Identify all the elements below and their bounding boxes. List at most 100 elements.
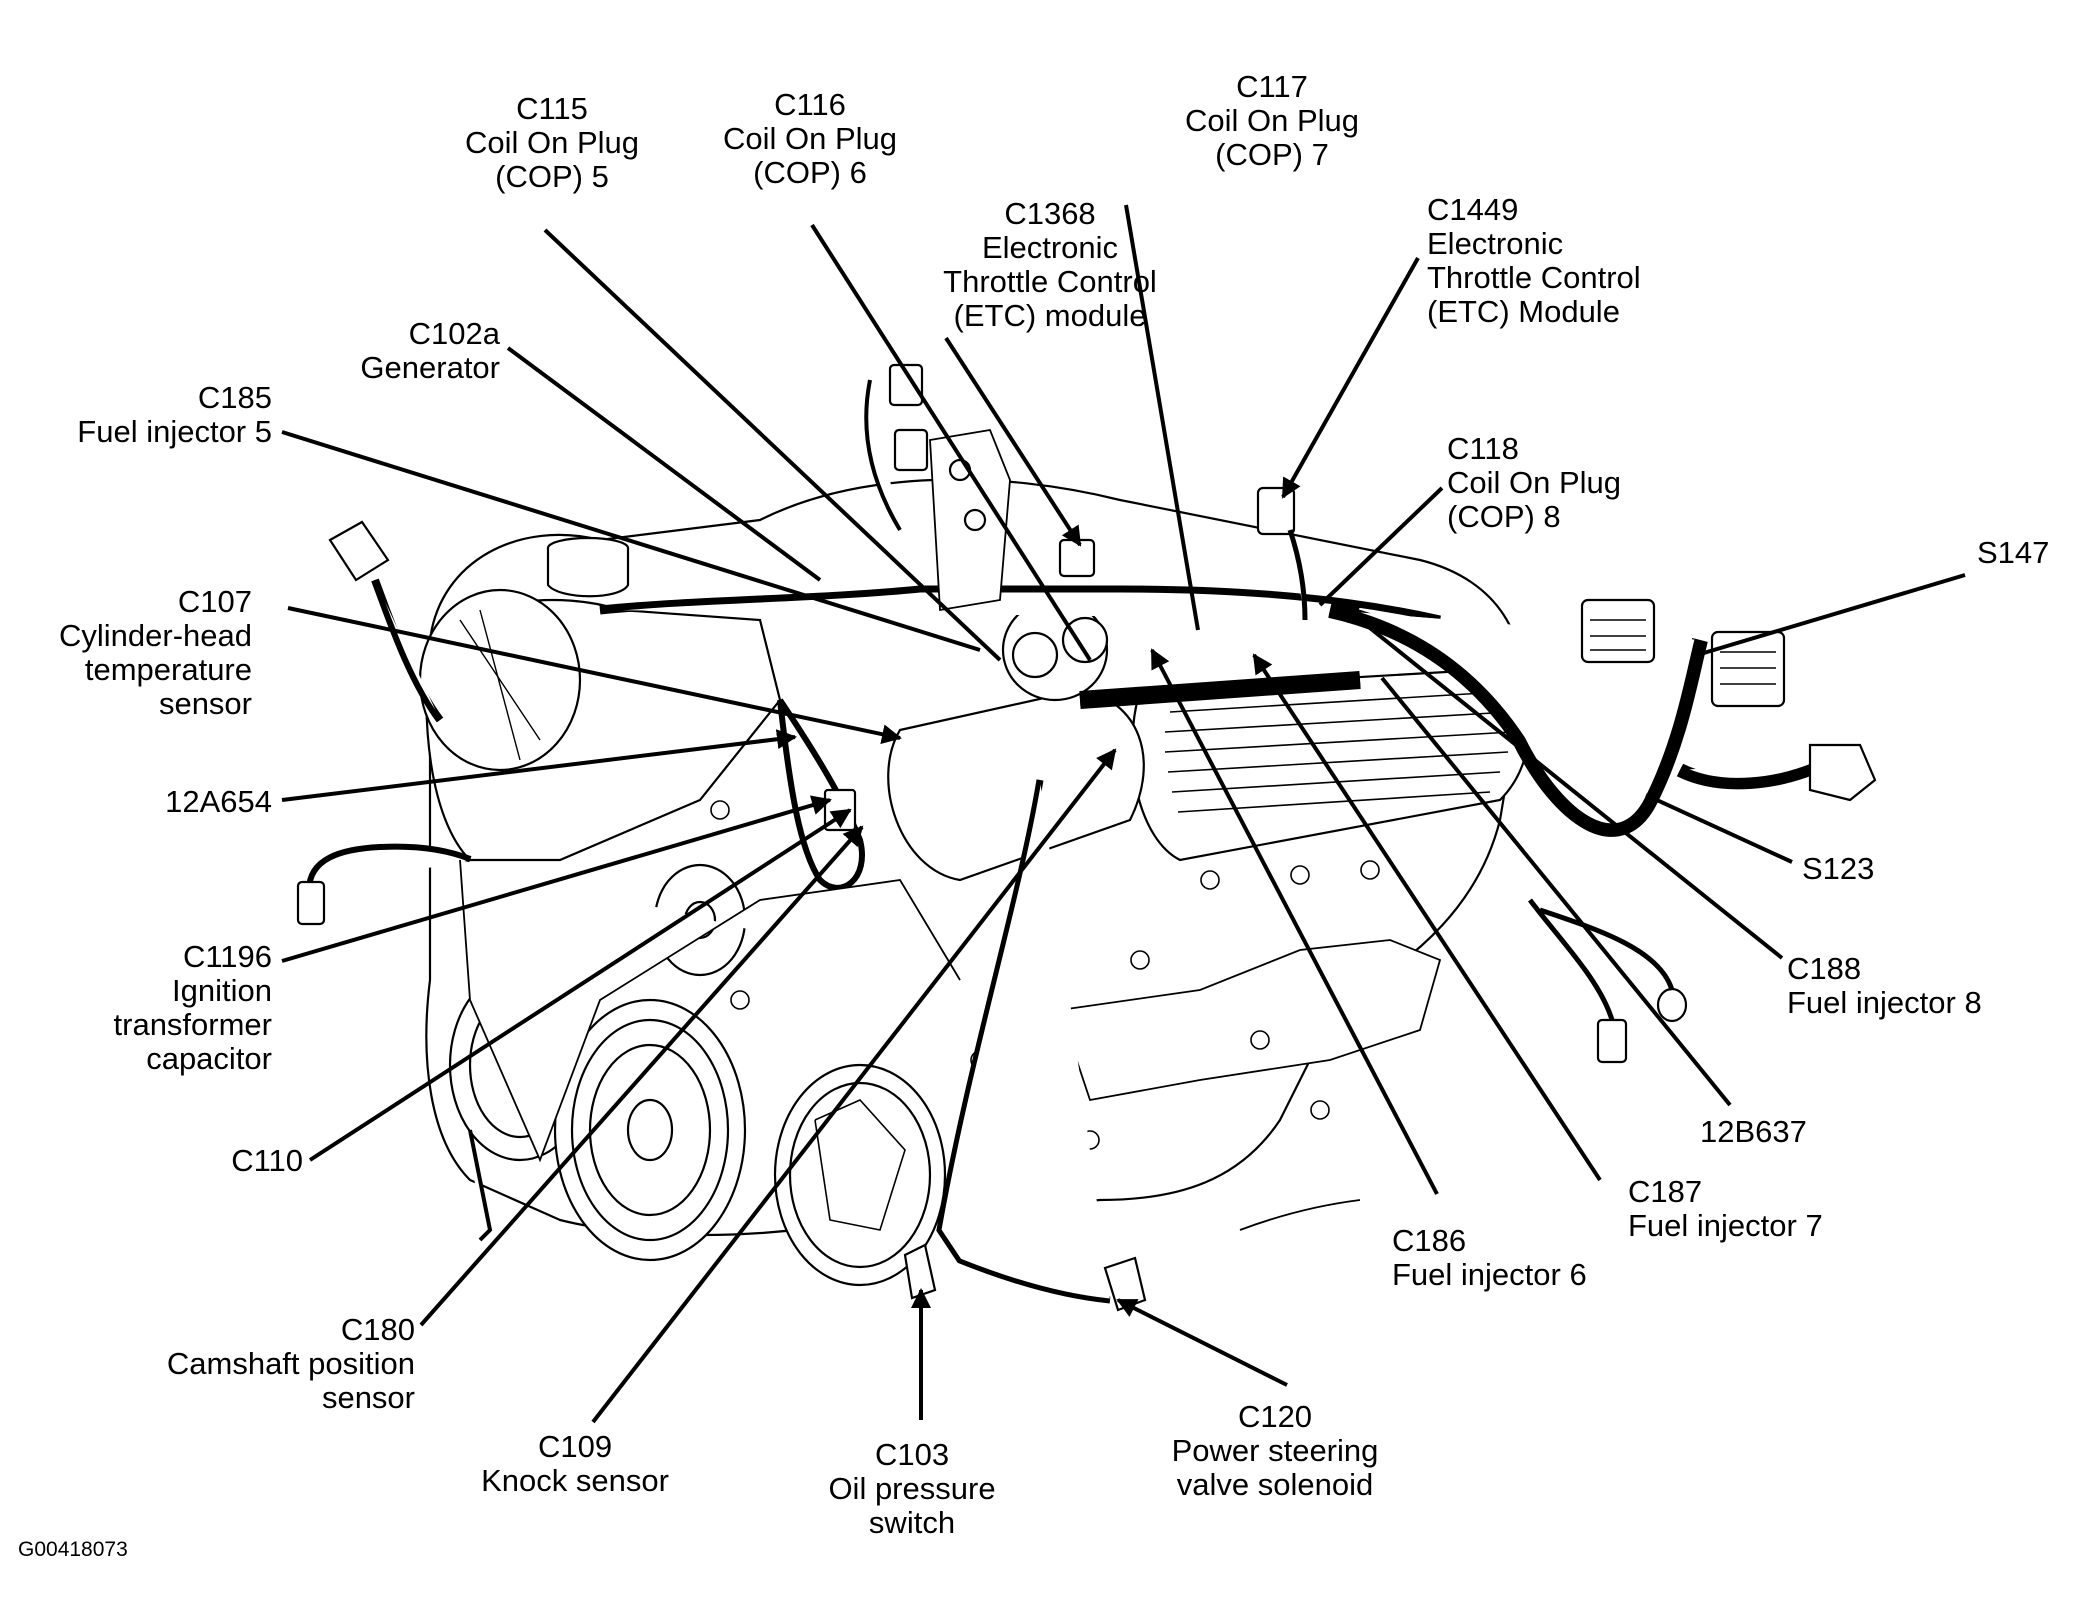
callout-description: Electronic [981,230,1119,265]
callout-description: Knock sensor [481,1463,669,1498]
callout-description: (ETC) module [953,298,1147,333]
callout-code: C1368 [1004,196,1096,231]
callout-description: (COP) 6 [753,155,867,190]
callout-description: Oil pressure [828,1471,996,1506]
callout-code: C186 [1392,1223,1467,1258]
callout-description: Fuel injector 6 [1392,1257,1587,1292]
callout-description: Fuel injector 8 [1787,985,1982,1020]
callout-code: C103 [874,1437,950,1472]
callout-c110: C110 [231,1144,303,1178]
connector-upper-left [328,520,390,582]
callout-code: C116 [774,87,846,122]
callout-description: Throttle Control [1427,260,1641,295]
leader-line-c185 [281,430,981,652]
leader-line-c180 [419,825,864,1327]
callout-code: C110 [231,1143,303,1178]
leader-line-c110 [308,808,852,1162]
power-steering-pulley [773,1063,947,1287]
callout-description: Fuel injector 7 [1628,1208,1823,1243]
callout-description: Electronic [1427,226,1564,261]
dipstick-tube [468,1129,493,1242]
callout-code: C1449 [1427,192,1519,227]
leader-line-c188 [1338,602,1784,960]
callout-code: C109 [537,1429,613,1464]
leader-line-s147 [1696,573,1966,657]
leader-line-c102a [506,346,822,582]
flywheel-segment [1239,1199,1361,1231]
callout-12b637: 12B637 [1700,1115,1807,1149]
leader-line-c115 [543,228,1002,662]
bulkhead-connector-1 [1580,598,1656,664]
callout-code: C1196 [182,939,272,974]
callout-description: transformer [113,1007,272,1042]
leader-line-c1449 [1281,257,1420,499]
leader-line-c1368 [944,336,1082,547]
leader-line-12a654 [281,729,797,802]
callout-code: C117 [1236,69,1308,104]
callout-s123: S123 [1802,852,1874,886]
callout-description: sensor [321,1380,415,1415]
crankshaft-pulley [553,998,747,1262]
leader-line-c120 [1116,1298,1288,1387]
callout-description: Coil On Plug [1184,103,1360,138]
leader-lines [281,204,1966,1424]
callout-description: Generator [360,350,500,385]
callout-description: switch [868,1505,956,1540]
callout-code: S147 [1977,535,2050,570]
callout-description: Fuel injector 5 [77,414,272,449]
leader-line-c187 [1252,653,1602,1182]
leader-line-c118 [1318,486,1444,607]
cht-harness-loop [777,698,865,891]
callout-code: 12B637 [1700,1114,1807,1149]
callout-code: C180 [340,1312,415,1347]
callout-code: C187 [1628,1174,1703,1209]
figure-id: G00418073 [18,1538,128,1561]
connector-right-round [1656,987,1688,1023]
callout-description: capacitor [146,1041,272,1076]
callout-description: (ETC) Module [1427,294,1620,329]
leader-line-c107 [287,606,902,745]
callout-code: C185 [197,380,272,415]
mounting-bracket [1808,743,1877,802]
callout-code: S123 [1802,851,1875,886]
leader-line-c116 [810,223,1092,662]
leader-line-c109 [591,748,1117,1424]
harness-right-lower [1528,898,1675,1021]
connector-right-lower [1596,1018,1628,1064]
callout-description: Coil On Plug [722,121,898,156]
ps-solenoid-connector [1103,1256,1147,1312]
callout-code: C107 [177,584,252,619]
callout-code: C115 [516,91,588,126]
callout-code: C118 [1447,431,1519,466]
callout-description: (COP) 8 [1447,499,1561,534]
callout-s147: S147 [1977,536,2049,570]
callout-description: (COP) 5 [495,159,609,194]
callout-description: Throttle Control [943,264,1157,299]
callout-code: C188 [1787,951,1862,986]
callout-description: (COP) 7 [1215,137,1329,172]
callout-12a654: 12A654 [165,785,272,819]
callout-description: Cylinder-head [59,618,252,653]
callout-description: sensor [158,686,252,721]
callout-description: Coil On Plug [464,125,640,160]
connector-left [296,880,326,926]
callout-description: Coil On Plug [1447,465,1622,500]
leader-line-s123 [1645,793,1793,864]
callout-description: valve solenoid [1176,1467,1374,1502]
leader-line-c186 [1150,648,1439,1195]
leader-line-c117 [1124,204,1200,631]
